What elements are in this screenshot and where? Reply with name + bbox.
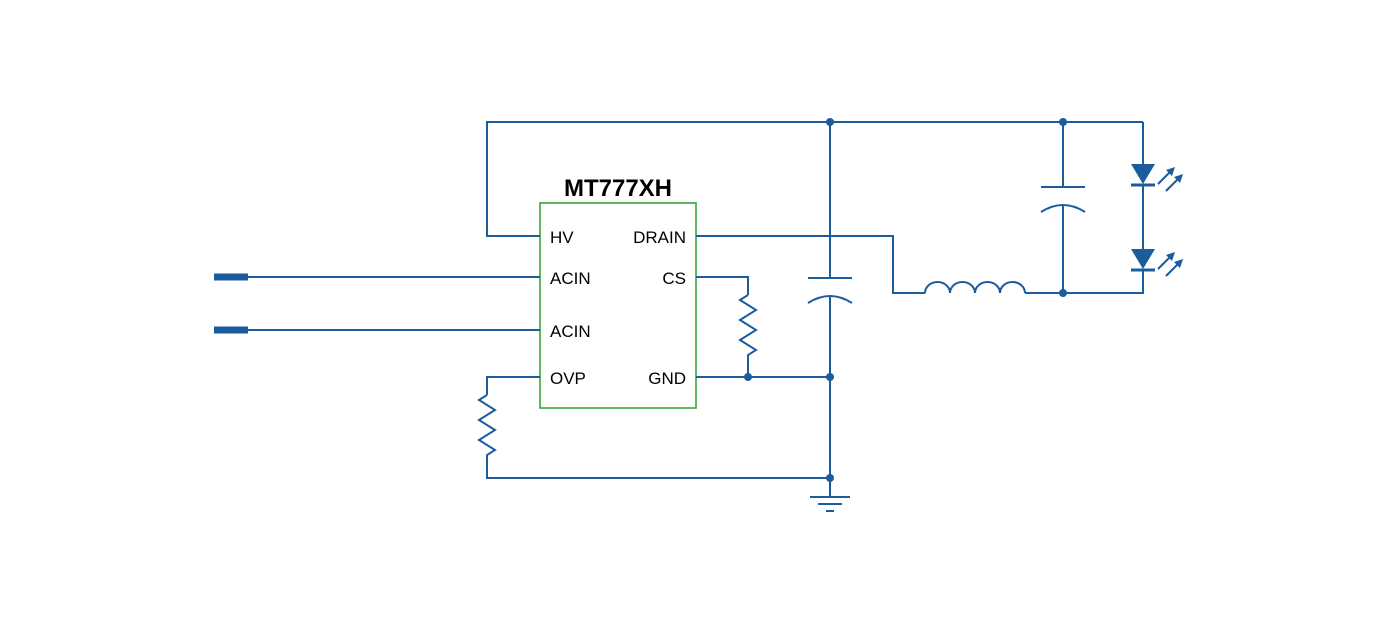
junction-gnd-bulk — [826, 373, 834, 381]
led2-light-arrow-shaft-1 — [1157, 256, 1171, 270]
wire-cs — [696, 276, 749, 295]
cs-resistor — [738, 294, 758, 377]
led2-light-arrow-shaft-2 — [1165, 263, 1179, 277]
junction-ovp-return — [826, 474, 834, 482]
pin-label-cs: CS — [662, 269, 686, 288]
output-cap-bottom-plate — [1040, 204, 1086, 213]
wire-led-string — [1025, 122, 1144, 294]
pin-label-hv: HV — [550, 228, 574, 247]
inductor — [924, 281, 1026, 294]
wire-hv-feedback — [486, 121, 1143, 237]
junction-top-bulk-cap — [826, 118, 834, 126]
pin-label-drain: DRAIN — [633, 228, 686, 247]
led1-light-arrow-shaft-1 — [1157, 171, 1171, 185]
wire-ovp — [486, 376, 540, 395]
ovp-resistor — [477, 394, 830, 479]
pin-label-ovp: OVP — [550, 369, 586, 388]
led2-arrowhead-1 — [1166, 252, 1175, 261]
led1-triangle — [1131, 164, 1155, 184]
ic-title: MT777XH — [564, 175, 672, 202]
wire-drain — [696, 235, 925, 294]
ac-terminal-layer — [214, 273, 248, 334]
led1-arrowhead-1 — [1166, 167, 1175, 176]
ic-body — [539, 202, 697, 409]
pin-label-gnd: GND — [648, 369, 686, 388]
led2-triangle — [1131, 249, 1155, 269]
pin-label-acin-2: ACIN — [550, 322, 591, 341]
label-layer: MT777XH HV ACIN ACIN OVP DRAIN CS GND — [550, 175, 686, 388]
led1-light-arrow-shaft-2 — [1165, 178, 1179, 192]
led2-arrowhead-2 — [1174, 259, 1183, 268]
pin-label-acin-1: ACIN — [550, 269, 591, 288]
filled-symbol-layer — [744, 118, 1183, 482]
wire-layer — [248, 121, 1179, 512]
junction-cs-gnd — [744, 373, 752, 381]
junction-top-output-cap — [1059, 118, 1067, 126]
junction-output-cap-bottom — [1059, 289, 1067, 297]
led1-arrowhead-2 — [1174, 174, 1183, 183]
bulk-cap-bottom-plate — [807, 295, 853, 304]
